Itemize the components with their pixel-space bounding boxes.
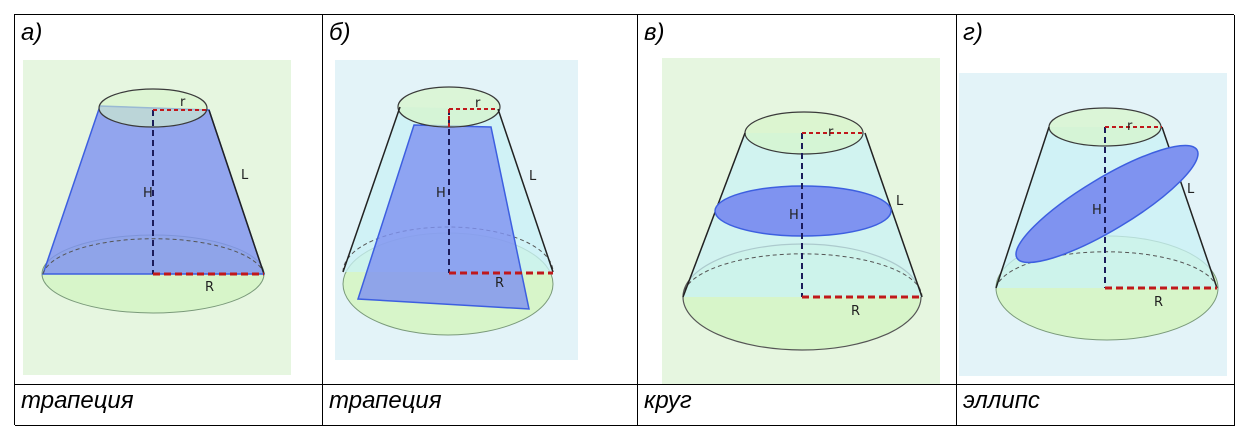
label-L: L [241, 168, 249, 183]
cell-c-caption: круг [638, 385, 957, 426]
label-L: L [896, 194, 904, 209]
label-r: r [828, 125, 834, 140]
label-r: r [180, 95, 186, 110]
label-r: r [475, 96, 481, 111]
label-b: б) [329, 19, 351, 46]
label-H: H [143, 186, 153, 201]
comparison-table: а) r H L R трапеция б) [14, 14, 1235, 426]
cone-diagram-c: r H L R [662, 58, 940, 384]
label-L: L [529, 169, 537, 184]
cell-a-caption: трапеция [15, 385, 323, 426]
caption-a: трапеция [21, 387, 134, 414]
label-H: H [1092, 203, 1102, 218]
cell-b-figure: б) r H L R [323, 15, 638, 385]
caption-d: эллипс [963, 387, 1040, 414]
label-r: r [1127, 119, 1133, 134]
label-R: R [495, 276, 504, 291]
cell-d-figure: г) r H L R [957, 15, 1235, 385]
caption-c: круг [644, 387, 692, 414]
label-R: R [851, 304, 860, 319]
label-H: H [789, 208, 799, 223]
label-L: L [1187, 182, 1195, 197]
cone-diagram-d: r H L R [959, 73, 1227, 376]
label-R: R [1154, 295, 1163, 310]
cell-a-figure: а) r H L R [15, 15, 323, 385]
label-R: R [205, 280, 214, 295]
label-c: в) [644, 19, 665, 46]
label-d: г) [963, 19, 983, 46]
cell-c-figure: в) r H L R [638, 15, 957, 385]
cell-d-caption: эллипс [957, 385, 1235, 426]
cone-diagram-a: r H L R [23, 60, 291, 375]
label-a: а) [21, 19, 43, 46]
cone-diagram-b: r H L R [335, 60, 578, 360]
label-H: H [436, 186, 446, 201]
caption-b: трапеция [329, 387, 442, 414]
cell-b-caption: трапеция [323, 385, 638, 426]
